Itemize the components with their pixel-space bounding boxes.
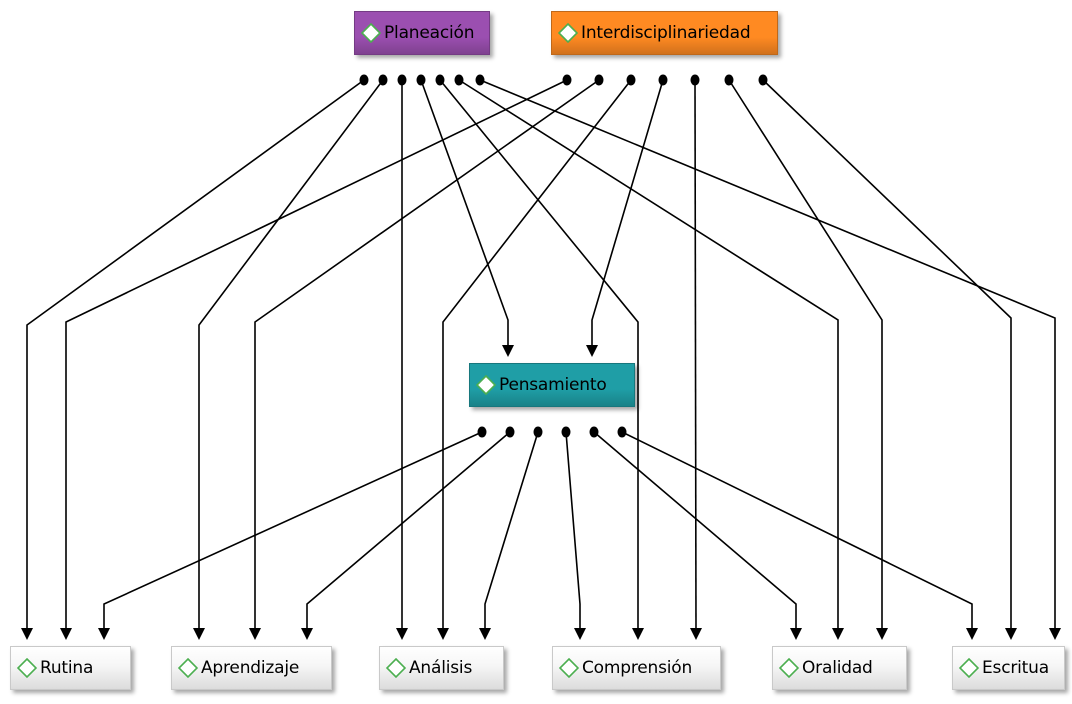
connector-planeacion-to-analisis (396, 74, 408, 640)
arrowhead (790, 628, 802, 640)
node-label: Análisis (409, 658, 473, 678)
arrowhead (586, 345, 598, 357)
connector-pensamiento-to-analisis (479, 426, 543, 640)
connector-start-dot (617, 426, 627, 438)
arrowhead (98, 628, 110, 640)
node-comprension[interactable]: Comprensión (552, 646, 721, 690)
connector-planeacion-to-comprension (435, 74, 644, 640)
node-planeacion[interactable]: Planeación (354, 11, 490, 55)
arrowhead (574, 628, 586, 640)
connector-start-dot (454, 74, 464, 86)
arrowhead (832, 628, 844, 640)
connector-start-dot (561, 426, 571, 438)
connector-interdisciplinariedad-to-oralidad (724, 74, 888, 640)
node-pensamiento[interactable]: Pensamiento (469, 363, 635, 407)
diamond-icon (958, 657, 980, 679)
node-escritua[interactable]: Escritua (952, 646, 1065, 690)
diamond-icon (558, 657, 580, 679)
diamond-icon (385, 657, 407, 679)
node-label: Pensamiento (499, 375, 607, 395)
connector-start-dot (758, 74, 768, 86)
connector-start-dot (594, 74, 604, 86)
arrowhead (966, 628, 978, 640)
connector-interdisciplinariedad-to-pensamiento (586, 74, 668, 357)
diamond-icon (475, 374, 497, 396)
connector-start-dot (690, 74, 700, 86)
arrowhead (1049, 628, 1061, 640)
arrowhead (502, 345, 514, 357)
connector-pensamiento-to-aprendizaje (301, 426, 515, 640)
node-rutina[interactable]: Rutina (10, 646, 131, 690)
connector-pensamiento-to-rutina (98, 426, 487, 640)
diamond-icon (360, 22, 382, 44)
arrowhead (1005, 628, 1017, 640)
connector-planeacion-to-rutina (21, 74, 369, 640)
arrowhead (60, 628, 72, 640)
connector-start-dot (724, 74, 734, 86)
connector-interdisciplinariedad-to-analisis (437, 74, 636, 640)
connector-start-dot (658, 74, 668, 86)
node-label: Interdisciplinariedad (581, 23, 751, 43)
diamond-icon (177, 657, 199, 679)
arrowhead (690, 628, 702, 640)
node-aprendizaje[interactable]: Aprendizaje (171, 646, 332, 690)
diamond-icon (778, 657, 800, 679)
connector-start-dot (477, 426, 487, 438)
connector-start-dot (626, 74, 636, 86)
connector-interdisciplinariedad-to-rutina (60, 74, 572, 640)
node-oralidad[interactable]: Oralidad (772, 646, 907, 690)
connector-pensamiento-to-comprension (561, 426, 586, 640)
connector-interdisciplinariedad-to-escritua (758, 74, 1017, 640)
node-label: Comprensión (582, 658, 693, 678)
node-label: Rutina (40, 658, 94, 678)
connector-start-dot (475, 74, 485, 86)
connector-planeacion-to-oralidad (454, 74, 844, 640)
arrowhead (632, 628, 644, 640)
node-interdisciplinariedad[interactable]: Interdisciplinariedad (551, 11, 778, 55)
diamond-icon (557, 22, 579, 44)
arrowhead (437, 628, 449, 640)
node-label: Escritua (982, 658, 1049, 678)
connector-pensamiento-to-oralidad (589, 426, 802, 640)
connector-start-dot (505, 426, 515, 438)
connector-planeacion-to-escritua (475, 74, 1061, 640)
connector-start-dot (533, 426, 543, 438)
connector-pensamiento-to-escritua (617, 426, 978, 640)
node-label: Planeación (384, 23, 475, 43)
arrowhead (249, 628, 261, 640)
connector-start-dot (397, 74, 407, 86)
connector-planeacion-to-aprendizaje (193, 74, 388, 640)
connector-start-dot (589, 426, 599, 438)
connector-start-dot (562, 74, 572, 86)
connector-start-dot (435, 74, 445, 86)
node-label: Oralidad (802, 658, 873, 678)
arrowhead (301, 628, 313, 640)
connector-interdisciplinariedad-to-comprension (690, 74, 702, 640)
connector-interdisciplinariedad-to-aprendizaje (249, 74, 604, 640)
arrowhead (479, 628, 491, 640)
node-label: Aprendizaje (201, 658, 300, 678)
connector-start-dot (378, 74, 388, 86)
arrowhead (193, 628, 205, 640)
node-analisis[interactable]: Análisis (379, 646, 504, 690)
connector-planeacion-to-pensamiento (416, 74, 514, 357)
arrowhead (21, 628, 33, 640)
diamond-icon (16, 657, 38, 679)
connector-start-dot (416, 74, 426, 86)
arrowhead (396, 628, 408, 640)
arrowhead (876, 628, 888, 640)
connector-start-dot (359, 74, 369, 86)
